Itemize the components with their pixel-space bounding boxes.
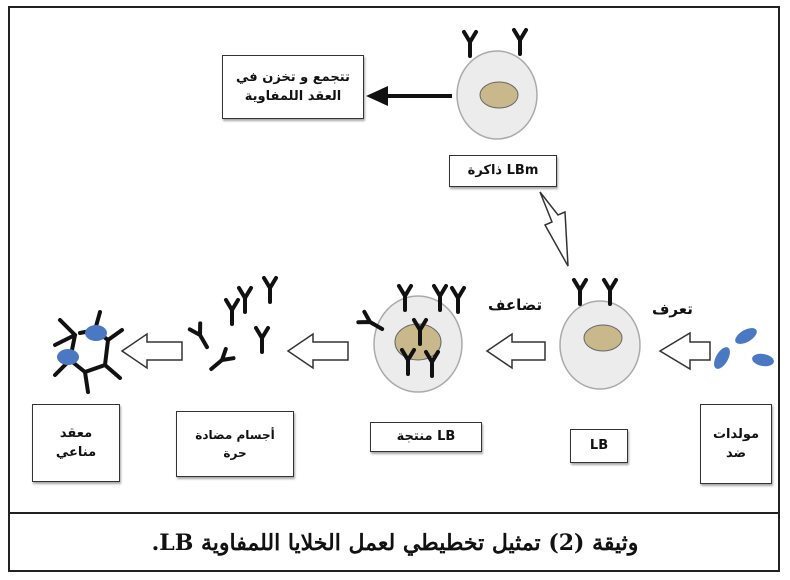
antigen: [752, 353, 774, 367]
antigen-in-complex: [57, 349, 79, 365]
producing-lb-label-text: LB منتجة: [396, 429, 456, 445]
arrow-multiply: [485, 332, 546, 370]
arrow-to-free-antibodies: [286, 332, 349, 370]
free-antibody: [262, 276, 278, 304]
free-antibody: [187, 321, 215, 353]
free-antibodies-label: أجسام مضادة حرة: [176, 411, 294, 477]
free-antibody: [237, 286, 253, 314]
producing-lb-label: LB منتجة: [370, 422, 482, 452]
store-label: تتجمع و تخزن في العقد اللمفاوية: [222, 55, 364, 119]
memory-antibody-receptor: [462, 30, 478, 58]
free-antibody: [224, 298, 240, 326]
antigen: [714, 347, 730, 369]
memory-cell: [456, 50, 538, 140]
lb-antibody-receptor: [572, 278, 588, 306]
memory-antibody-receptor: [512, 28, 528, 56]
lb-label-text: LB: [589, 438, 609, 454]
arrow-to-immune-complex: [120, 332, 183, 370]
lb-cell: [559, 300, 641, 390]
multiply-step-label: تضاعف: [488, 296, 543, 314]
immune-complex-label-text: معقد مناعي: [55, 425, 97, 461]
figure-caption: وثيقة (2) تمثيل تخطيطي لعمل الخلايا اللم…: [10, 512, 780, 572]
document-frame: [8, 6, 780, 572]
producing-antibody: [450, 286, 466, 314]
immune-complex-label: معقد مناعي: [32, 404, 120, 482]
caption-text: وثيقة (2) تمثيل تخطيطي لعمل الخلايا اللم…: [151, 530, 639, 556]
antigens-label-text: مولدات ضد: [712, 426, 760, 462]
store-label-text: تتجمع و تخزن في العقد اللمفاوية: [236, 69, 350, 105]
recognize-step-label: تعرف: [652, 300, 693, 318]
free-antibody: [254, 326, 270, 354]
arrow-to-lymph-nodes: [366, 86, 452, 106]
antigens-label: مولدات ضد: [700, 404, 772, 484]
antigen: [735, 328, 757, 344]
lb-label: LB: [570, 429, 628, 463]
memory-label: LBm ذاكرة: [449, 155, 557, 187]
lb-antibody-receptor: [602, 278, 618, 306]
antigen-in-complex: [85, 325, 107, 341]
free-antibodies-label-text: أجسام مضادة حرة: [195, 428, 275, 460]
free-antibody: [205, 346, 236, 376]
memory-label-text: LBm ذاكرة: [467, 163, 539, 179]
arrow-recognize: [658, 331, 711, 371]
arrow-lb-to-memory: [539, 191, 569, 267]
